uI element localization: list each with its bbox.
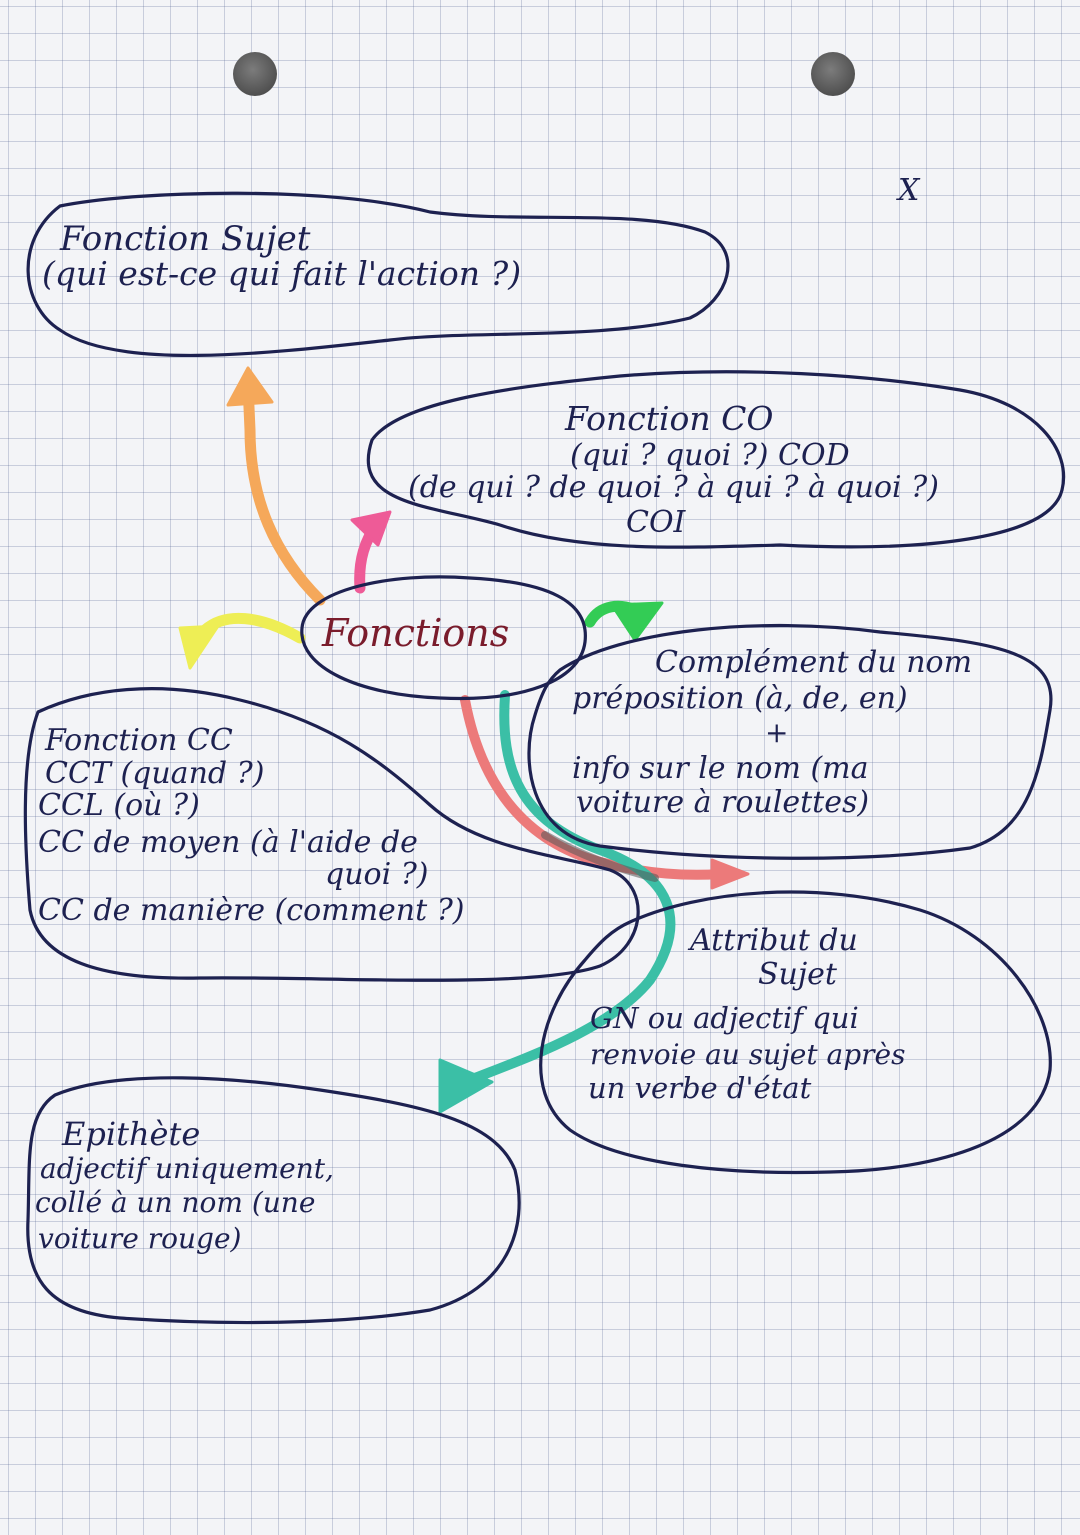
- cc-title: Fonction CC: [44, 723, 233, 758]
- arrowhead-epithete: [438, 1058, 494, 1114]
- complement-nom-title: Complément du nom: [655, 645, 972, 680]
- attribut-line: renvoie au sujet après: [590, 1038, 905, 1071]
- co-line: (de qui ? de quoi ? à qui ? à quoi ?): [408, 470, 939, 505]
- epithete-line: adjectif uniquement,: [40, 1152, 334, 1185]
- cc-line: quoi ?): [325, 857, 429, 892]
- center-label: Fonctions: [321, 611, 509, 655]
- co-line: (qui ? quoi ?) COD: [570, 438, 850, 473]
- epithete-title: Epithète: [61, 1115, 200, 1153]
- attribut-line: Sujet: [758, 957, 838, 992]
- cc-line: CCL (où ?): [38, 788, 200, 823]
- epithete-line: voiture rouge): [38, 1222, 241, 1255]
- connector-overlap: [541, 831, 659, 882]
- node-cc: Fonction CC CCT (quand ?) CCL (où ?) CC …: [38, 723, 465, 928]
- node-sujet: Fonction Sujet (qui est-ce qui fait l'ac…: [42, 219, 521, 293]
- arrowhead-sujet: [226, 366, 274, 407]
- arrow-to-sujet: [242, 379, 326, 606]
- arrow-to-epithete: [465, 690, 676, 1085]
- arrowhead-co: [350, 510, 392, 547]
- sujet-bubble: [26, 191, 730, 357]
- co-bubble: [366, 370, 1066, 549]
- complement-nom-line: voiture à roulettes): [576, 785, 869, 820]
- cc-bubble: [23, 687, 640, 982]
- cc-line: CC de moyen (à l'aide de: [38, 825, 418, 860]
- attribut-line: GN ou adjectif qui: [590, 1001, 859, 1035]
- arrow-to-cc: [199, 612, 306, 644]
- arrowhead-attribut: [710, 858, 750, 890]
- sujet-line: (qui est-ce qui fait l'action ?): [42, 254, 521, 293]
- corner-mark: X: [896, 173, 921, 208]
- co-line: COI: [626, 505, 687, 540]
- epithete-bubble: [26, 1076, 521, 1325]
- node-co: Fonction CO (qui ? quoi ?) COD (de qui ?…: [408, 399, 939, 540]
- epithete-line: collé à un nom (une: [35, 1186, 315, 1219]
- co-title: Fonction CO: [564, 399, 773, 438]
- sujet-title: Fonction Sujet: [59, 219, 311, 259]
- complement-nom-bubble: [527, 623, 1053, 860]
- node-attribut: Attribut du Sujet GN ou adjectif qui ren…: [588, 923, 905, 1105]
- attribut-title: Attribut du: [687, 923, 858, 958]
- node-complement-nom: Complément du nom préposition (à, de, en…: [572, 645, 972, 820]
- binder-hole-left: [233, 52, 277, 96]
- complement-nom-line: info sur le nom (ma: [572, 751, 869, 786]
- cc-line: CC de manière (comment ?): [38, 893, 465, 928]
- cc-line: CCT (quand ?): [45, 756, 264, 791]
- connectors: [178, 366, 750, 1114]
- attribut-bubble: [539, 890, 1052, 1175]
- complement-nom-line: +: [765, 716, 788, 749]
- arrowhead-cc: [178, 624, 220, 670]
- center-bubble: [300, 575, 587, 701]
- binder-hole-right: [811, 52, 855, 96]
- attribut-line: un verbe d'état: [588, 1071, 812, 1105]
- complement-nom-line: préposition (à, de, en): [572, 681, 908, 716]
- node-epithete: Epithète adjectif uniquement, collé à un…: [35, 1115, 334, 1255]
- arrowhead-complement-nom: [610, 601, 664, 642]
